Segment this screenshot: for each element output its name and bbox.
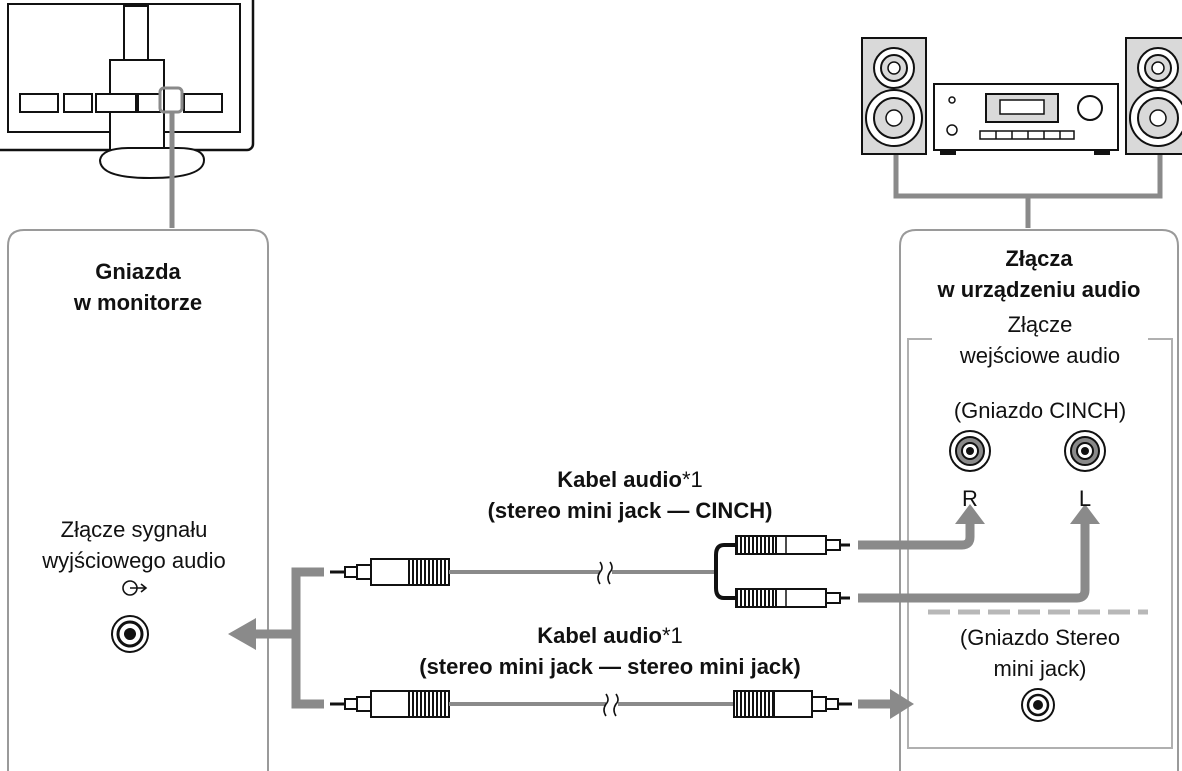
stereo-socket-icon: [1021, 688, 1055, 722]
audio-title-line2: w urządzeniu audio: [937, 277, 1141, 302]
monitor-illustration: [0, 0, 255, 180]
input-label-line2: wejściowe audio: [959, 343, 1121, 368]
cinch-socket-r-icon: [949, 430, 991, 472]
monitor-output-label: Złącze sygnału wyjściowego audio: [20, 514, 248, 576]
output-label-line2: wyjściowego audio: [42, 548, 226, 573]
monitor-jack-socket-icon: [111, 615, 149, 653]
audio-panel-title: Złącza w urządzeniu audio: [900, 243, 1178, 305]
cable-stereo-subtitle: (stereo mini jack — stereo mini jack): [419, 654, 801, 679]
audio-input-group-frame: [907, 338, 1173, 749]
connection-bracket-arrow: [228, 567, 324, 709]
input-label-line1: Złącze: [1007, 312, 1073, 337]
speaker-left: [861, 37, 927, 155]
audio-device-panel: [899, 229, 1179, 771]
cinch-socket-label: (Gniazdo CINCH): [953, 398, 1127, 423]
stereo-label-line1: (Gniazdo Stereo: [959, 625, 1121, 650]
channel-l-label: L: [1078, 486, 1092, 511]
audio-title-line1: Złącza: [1005, 246, 1073, 271]
output-label-line1: Złącze sygnału: [60, 517, 208, 542]
cable-stereo-title: Kabel audio: [537, 623, 662, 648]
arrow-to-stereo-socket: [858, 689, 914, 719]
cable-stereo-label: Kabel audio*1 (stereo mini jack — stereo…: [360, 620, 860, 682]
cable-cinch: [330, 535, 850, 608]
cable-cinch-title-row: Kabel audio*1: [400, 464, 860, 495]
arrow-to-r: [858, 504, 985, 550]
monitor-title-line2: w monitorze: [73, 290, 203, 315]
equipment-leader-line: [893, 155, 1163, 228]
audio-out-icon: [122, 580, 148, 596]
speaker-right: [1125, 37, 1182, 155]
cinch-socket-l-icon: [1064, 430, 1106, 472]
stereo-label-line2: mini jack): [993, 656, 1087, 681]
stereo-socket-label: (Gniazdo Stereo mini jack): [910, 622, 1170, 684]
cable-cinch-note: *1: [681, 467, 703, 492]
monitor-panel-title: Gniazda w monitorze: [48, 256, 228, 318]
cable-cinch-title: Kabel audio: [557, 467, 682, 492]
cable-stereo-note: *1: [661, 623, 683, 648]
cable-stereo-title-row: Kabel audio*1: [360, 620, 860, 651]
monitor-title-line1: Gniazda: [95, 259, 181, 284]
amplifier: [933, 83, 1119, 155]
cable-stereo: [330, 690, 852, 718]
audio-input-label: Złącze wejściowe audio: [910, 309, 1170, 371]
arrow-to-l: [858, 504, 1100, 603]
channel-r-label: R: [962, 486, 978, 511]
cable-cinch-label: Kabel audio*1 (stereo mini jack — CINCH): [400, 464, 860, 526]
cable-cinch-subtitle: (stereo mini jack — CINCH): [487, 498, 773, 523]
monitor-panel: [7, 229, 269, 771]
